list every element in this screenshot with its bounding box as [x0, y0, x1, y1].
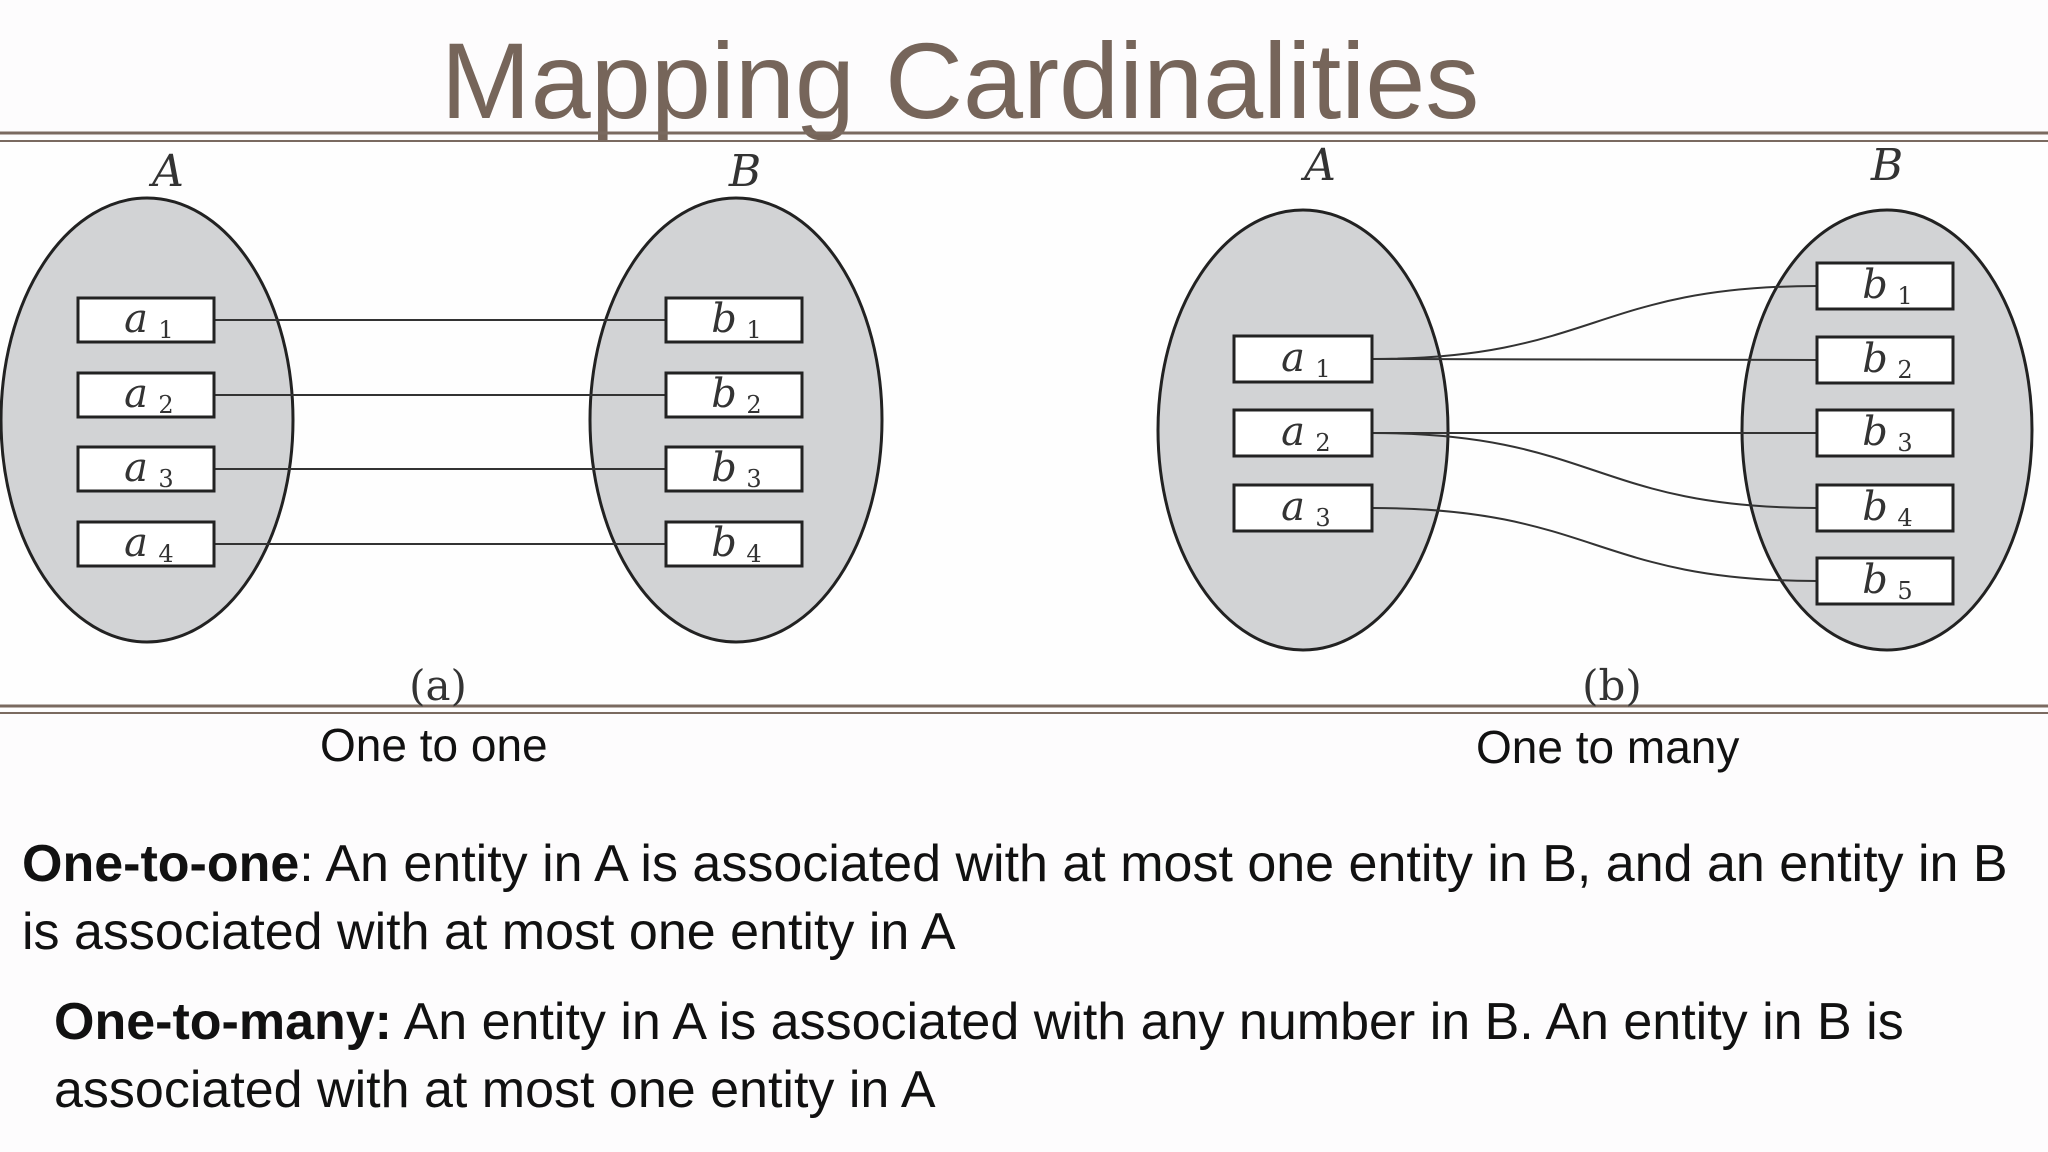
- element-label-b2-one-to-one: b: [711, 371, 737, 417]
- element-subscript-b3-one-to-many: 3: [1897, 429, 1912, 457]
- caption-one-to-one: One to one: [320, 719, 548, 771]
- caption-one-to-many: One to many: [1476, 721, 1740, 773]
- mapping-line-one-to-many-2: [1371, 358, 1818, 361]
- set-name-a-one-to-many: A: [1300, 140, 1336, 191]
- element-label-a2-one-to-many: a: [1281, 409, 1305, 455]
- element-box-b3-one-to-many: [1815, 408, 1955, 458]
- element-label-b1-one-to-one: b: [711, 296, 737, 342]
- element-subscript-a3-one-to-one: 3: [158, 465, 173, 493]
- element-label-b2-one-to-many: b: [1862, 336, 1888, 382]
- element-subscript-b3-one-to-one: 3: [746, 465, 761, 493]
- mapping-line-one-to-many-4: [1371, 432, 1818, 509]
- horizontal-rules: [0, 131, 2048, 714]
- element-label-a3-one-to-many: a: [1281, 484, 1305, 530]
- set-name-b-one-to-one: B: [728, 146, 761, 197]
- element-subscript-b4-one-to-one: 4: [746, 540, 761, 568]
- element-subscript-a1-one-to-one: 1: [158, 316, 173, 344]
- element-subscript-a4-one-to-one: 4: [158, 540, 173, 568]
- text-one-to-one: : An entity in A is associated with at m…: [22, 835, 2008, 961]
- element-box-b1-one-to-many: [1815, 261, 1955, 311]
- element-label-b4-one-to-one: b: [711, 520, 737, 566]
- panel-tag-one-to-many: (b): [1582, 661, 1642, 710]
- slide-title: Mapping Cardinalities: [440, 20, 1480, 141]
- element-label-b3-one-to-one: b: [711, 445, 737, 491]
- definition-one-to-many: One-to-many: An entity in A is associate…: [54, 988, 2014, 1124]
- element-box-b2-one-to-one: [664, 371, 804, 419]
- element-box-a1-one-to-one: [76, 296, 216, 344]
- element-subscript-b5-one-to-many: 5: [1897, 577, 1912, 605]
- set-name-b-one-to-many: B: [1870, 140, 1903, 191]
- element-box-b5-one-to-many: [1815, 556, 1955, 606]
- element-subscript-a3-one-to-many: 3: [1315, 504, 1330, 532]
- set-name-a-one-to-one: A: [148, 146, 184, 197]
- element-box-a2-one-to-many: [1232, 408, 1374, 458]
- element-subscript-b2-one-to-many: 2: [1897, 356, 1912, 384]
- element-label-a4-one-to-one: a: [124, 520, 148, 566]
- panel-tag-one-to-one: (a): [409, 661, 467, 710]
- element-box-b3-one-to-one: [664, 445, 804, 493]
- entity-set-a-one-to-one: [0, 196, 295, 644]
- element-subscript-b1-one-to-many: 1: [1897, 282, 1912, 310]
- mapping-line-one-to-many-1: [1371, 285, 1818, 360]
- element-box-b2-one-to-many: [1815, 335, 1955, 385]
- element-label-a1-one-to-many: a: [1281, 335, 1305, 381]
- term-one-to-one: One-to-one: [22, 835, 300, 893]
- element-box-b4-one-to-one: [664, 520, 804, 568]
- element-box-a2-one-to-one: [76, 371, 216, 419]
- element-box-a3-one-to-one: [76, 445, 216, 493]
- term-one-to-many: One-to-many:: [54, 993, 392, 1051]
- element-subscript-a2-one-to-one: 2: [158, 391, 173, 419]
- element-subscript-b2-one-to-one: 2: [746, 391, 761, 419]
- element-subscript-a1-one-to-many: 1: [1315, 355, 1330, 383]
- element-box-a1-one-to-many: [1232, 334, 1374, 384]
- text-one-to-many: An entity in A is associated with any nu…: [54, 993, 1904, 1119]
- element-box-a3-one-to-many: [1232, 483, 1374, 533]
- figure-background: [0, 137, 2048, 711]
- element-subscript-b1-one-to-one: 1: [746, 316, 761, 344]
- definition-one-to-one: One-to-one: An entity in A is associated…: [22, 830, 2012, 966]
- element-label-b5-one-to-many: b: [1862, 557, 1888, 603]
- element-label-b4-one-to-many: b: [1862, 484, 1888, 530]
- element-label-b3-one-to-many: b: [1862, 409, 1888, 455]
- element-subscript-b4-one-to-many: 4: [1897, 504, 1912, 532]
- element-label-a3-one-to-one: a: [124, 445, 148, 491]
- element-subscript-a2-one-to-many: 2: [1315, 429, 1330, 457]
- element-label-b1-one-to-many: b: [1862, 262, 1888, 308]
- element-label-a1-one-to-one: a: [124, 296, 148, 342]
- element-label-a2-one-to-one: a: [124, 371, 148, 417]
- element-box-a4-one-to-one: [76, 520, 216, 568]
- element-box-b4-one-to-many: [1815, 483, 1955, 533]
- element-box-b1-one-to-one: [664, 296, 804, 344]
- entity-set-b-one-to-one: [588, 196, 884, 644]
- mapping-line-one-to-many-5: [1371, 507, 1818, 582]
